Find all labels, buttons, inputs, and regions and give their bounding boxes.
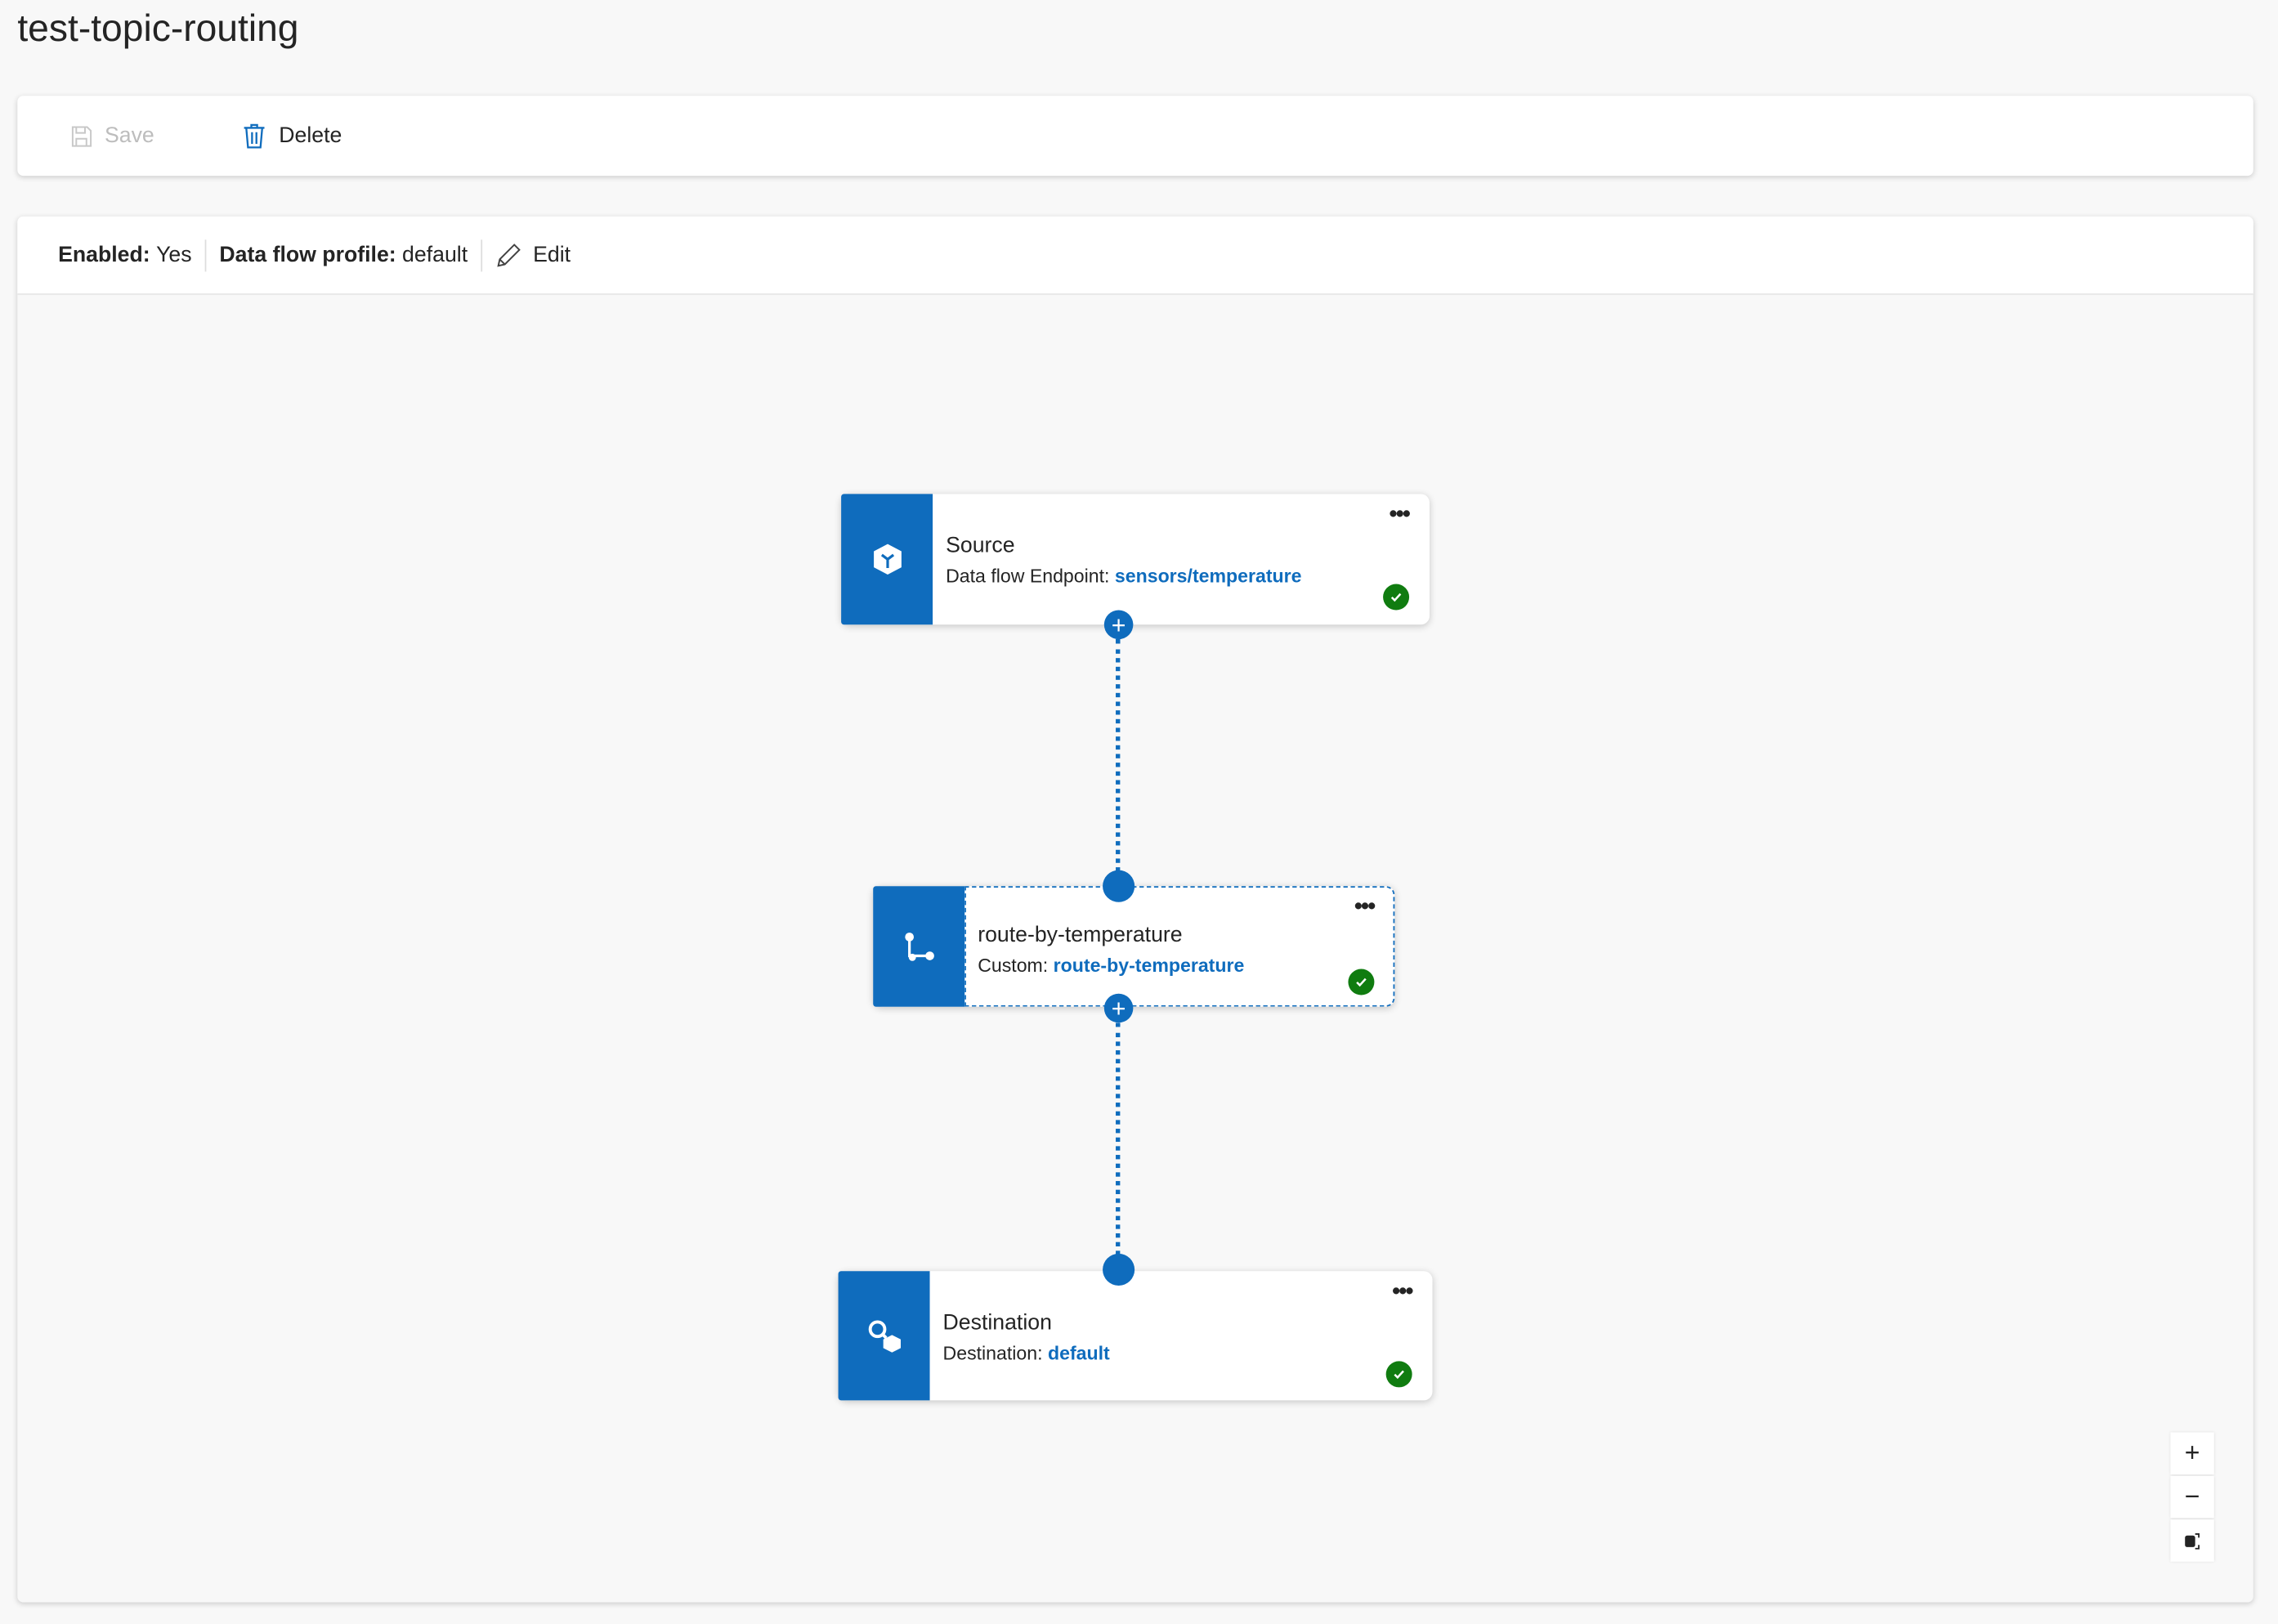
enabled-label: Enabled: bbox=[58, 242, 150, 268]
profile-value: default bbox=[402, 242, 468, 268]
connector-line bbox=[1116, 1022, 1121, 1255]
zoom-in-button[interactable]: + bbox=[2170, 1432, 2214, 1475]
add-node-button[interactable]: + bbox=[1103, 610, 1134, 640]
destination-link[interactable]: default bbox=[1048, 1342, 1110, 1364]
node-subtitle: Data flow Endpoint: sensors/temperature bbox=[946, 565, 1302, 588]
transform-link[interactable]: route-by-temperature bbox=[1053, 954, 1245, 977]
more-options-icon[interactable]: ••• bbox=[1392, 1279, 1413, 1305]
add-node-button[interactable]: + bbox=[1103, 993, 1134, 1023]
divider bbox=[204, 239, 207, 271]
node-icon-block bbox=[873, 886, 965, 1007]
enabled-value: Yes bbox=[156, 242, 192, 268]
delete-label: Delete bbox=[279, 123, 342, 149]
zoom-out-button[interactable]: − bbox=[2170, 1475, 2214, 1519]
node-subtitle: Custom: route-by-temperature bbox=[978, 954, 1245, 977]
dataflow-info-bar: Enabled: Yes Data flow profile: default … bbox=[17, 216, 2253, 295]
input-handle[interactable] bbox=[1103, 1253, 1135, 1286]
pencil-icon bbox=[497, 243, 521, 266]
endpoint-link[interactable]: sensors/temperature bbox=[1114, 565, 1302, 588]
destination-node[interactable]: Destination Destination: default ••• bbox=[838, 1271, 1433, 1401]
edit-button[interactable]: Edit bbox=[495, 242, 571, 268]
node-subtitle: Destination: default bbox=[942, 1342, 1110, 1364]
profile-label: Data flow profile: bbox=[219, 242, 396, 268]
connector-line bbox=[1116, 639, 1121, 872]
save-icon bbox=[71, 125, 92, 146]
divider bbox=[481, 239, 482, 271]
fit-view-icon bbox=[2185, 1532, 2200, 1549]
cube-icon bbox=[873, 544, 901, 575]
success-check-icon bbox=[1385, 1361, 1412, 1388]
success-check-icon bbox=[1383, 584, 1410, 611]
zoom-controls: + − bbox=[2170, 1432, 2214, 1564]
fit-view-button[interactable] bbox=[2170, 1519, 2214, 1562]
node-title: route-by-temperature bbox=[978, 922, 1183, 947]
page-title: test-topic-routing bbox=[17, 6, 299, 50]
success-check-icon bbox=[1348, 969, 1375, 995]
source-node[interactable]: Source Data flow Endpoint: sensors/tempe… bbox=[841, 494, 1430, 625]
node-title: Destination bbox=[942, 1310, 1052, 1335]
save-label: Save bbox=[104, 123, 154, 149]
node-icon-block bbox=[838, 1271, 930, 1401]
input-handle[interactable] bbox=[1103, 870, 1135, 902]
node-icon-block bbox=[841, 494, 933, 625]
selection-outline bbox=[964, 886, 1395, 1007]
more-options-icon[interactable]: ••• bbox=[1389, 502, 1411, 528]
edit-label: Edit bbox=[533, 242, 571, 268]
more-options-icon[interactable]: ••• bbox=[1354, 894, 1376, 920]
toolbar: Save Delete bbox=[17, 96, 2253, 177]
trash-icon bbox=[244, 123, 265, 149]
transform-node[interactable]: route-by-temperature Custom: route-by-te… bbox=[873, 886, 1395, 1007]
node-title: Source bbox=[946, 533, 1015, 558]
save-button[interactable]: Save bbox=[69, 96, 154, 176]
delete-button[interactable]: Delete bbox=[241, 96, 342, 176]
branch-icon bbox=[904, 932, 933, 960]
destination-icon bbox=[867, 1319, 901, 1352]
